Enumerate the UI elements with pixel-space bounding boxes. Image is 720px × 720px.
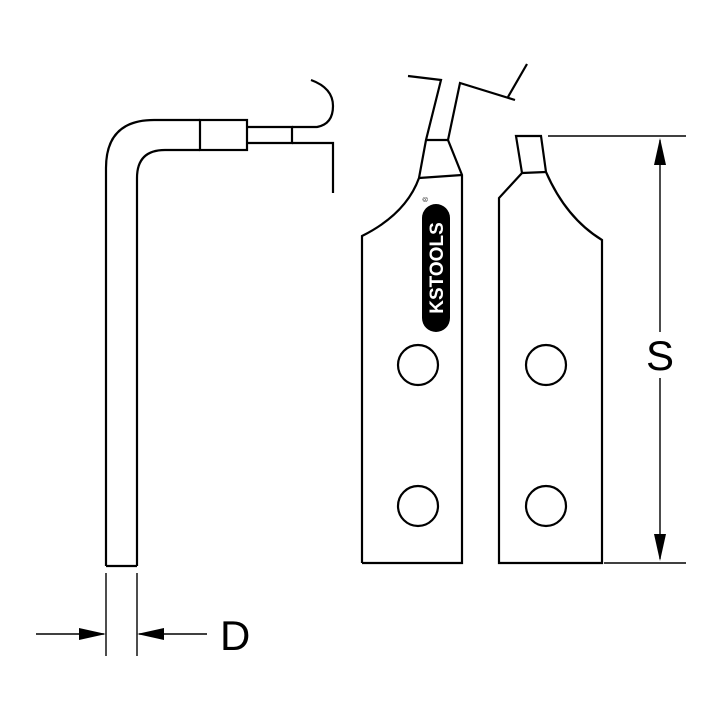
jaw-left-tip-pointer <box>507 63 528 98</box>
dim-s-label-bg <box>640 332 680 378</box>
kstools-logo: KSTOOLS ® <box>422 196 450 332</box>
logo-registered-mark: ® <box>422 196 430 202</box>
logo-text: KSTOOLS <box>427 222 448 314</box>
dim-d-arrow-right <box>137 628 164 640</box>
logo-badge <box>422 204 450 332</box>
jaw-right-hole-upper <box>524 343 568 387</box>
dim-d-label: D <box>220 612 250 659</box>
jaw-hook <box>292 78 335 193</box>
jaw-left-hole-upper <box>396 343 440 387</box>
dimension-s: S <box>548 135 686 564</box>
jaw-left-neck <box>418 138 463 180</box>
dim-s-arrow-bottom <box>654 534 666 561</box>
jaw-left-outline <box>360 74 516 565</box>
jaw-right-neck <box>521 170 547 175</box>
jaw-front-view-left: KSTOOLS ® <box>360 63 528 565</box>
jaw-right-outline <box>497 134 604 565</box>
jaw-front-view-right <box>497 134 604 565</box>
shaft-collar <box>198 118 249 152</box>
dim-s-label: S <box>646 332 674 379</box>
dimension-d: D <box>36 573 250 659</box>
jaw-left-hole-lower <box>396 484 440 528</box>
shaft-neck <box>247 125 294 145</box>
dim-s-arrow-top <box>654 138 666 165</box>
tip-side-view <box>104 78 335 568</box>
jaw-right-hole-lower <box>524 484 568 528</box>
bent-shaft-outline <box>104 118 200 568</box>
dim-d-arrow-left <box>79 628 106 640</box>
